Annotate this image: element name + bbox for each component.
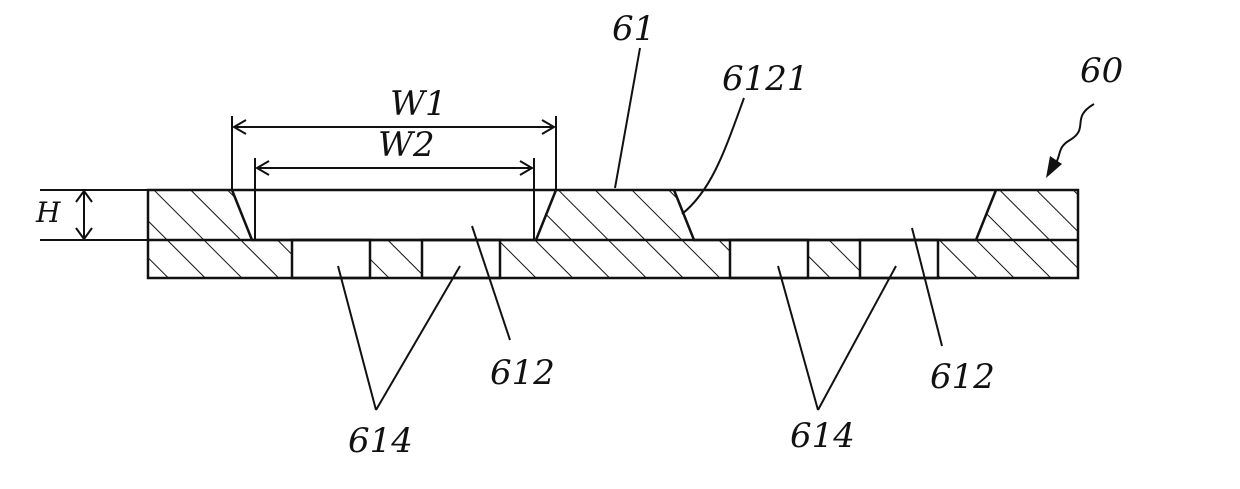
leader-60-arrowhead bbox=[1046, 156, 1062, 178]
leader-614-left-b bbox=[376, 266, 460, 410]
leader-614-right-b bbox=[818, 266, 896, 410]
ref-614-right-label: 614 bbox=[790, 416, 855, 456]
ref-614-left-label: 614 bbox=[348, 421, 413, 461]
leader-61 bbox=[615, 48, 640, 188]
ref-612-right-label: 612 bbox=[930, 357, 995, 397]
leader-6121 bbox=[682, 98, 744, 214]
leader-614-left-a bbox=[338, 266, 376, 410]
dim-h-label: H bbox=[35, 196, 61, 229]
recess-left-outline bbox=[232, 190, 556, 240]
leader-614-right-a bbox=[778, 266, 818, 410]
ref-6121-label: 6121 bbox=[722, 59, 809, 99]
ref-612-left-label: 612 bbox=[490, 353, 555, 393]
through-hole-614-d bbox=[860, 240, 938, 278]
through-hole-614-a bbox=[292, 240, 370, 278]
through-hole-614-c bbox=[730, 240, 808, 278]
dim-w2-label: W2 bbox=[378, 125, 435, 165]
ref-60-label: 60 bbox=[1080, 51, 1123, 91]
dim-w1-label: W1 bbox=[390, 84, 447, 124]
leader-60-curve bbox=[1054, 104, 1094, 166]
ref-61-label: 61 bbox=[612, 9, 655, 49]
recess-right-outline bbox=[674, 190, 996, 240]
